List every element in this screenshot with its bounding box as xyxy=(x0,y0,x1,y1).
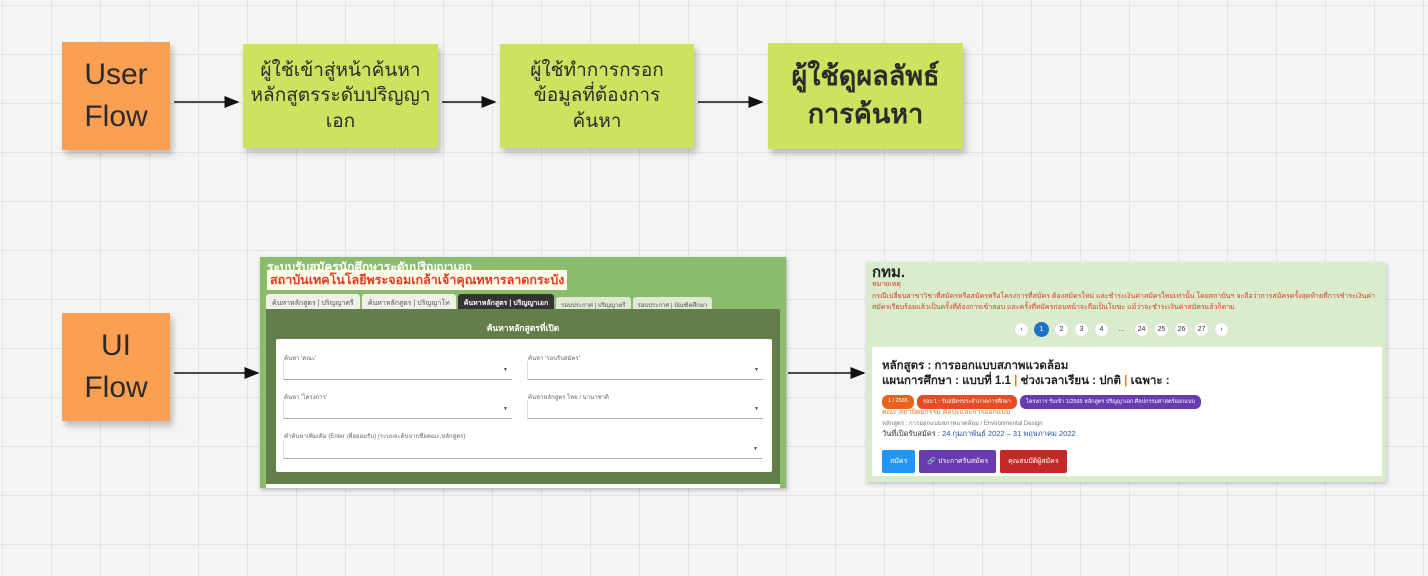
chevron-down-icon: ▼ xyxy=(753,446,758,452)
special-text: เฉพาะ : xyxy=(1130,375,1170,387)
date-label: วันที่เปิดรับสมัคร : xyxy=(882,429,941,438)
badge-project: โครงการ รับเข้า 1/2565 หลักสูตร ปริญญาเอ… xyxy=(1019,395,1201,409)
program-card: หลักสูตร : การออกแบบสภาพแวดล้อม แผนการศึ… xyxy=(872,347,1382,476)
pager-page[interactable]: 26 xyxy=(1174,322,1189,337)
step-2-text: ผู้ใช้ทำการกรอกข้อมูลที่ต้องการค้นหา xyxy=(530,59,664,132)
keyword-input[interactable]: ▼ xyxy=(283,440,762,459)
card-buttons: สมัคร 🔗 ประกาศรับสมัคร คุณสมบัติผู้สมัคร xyxy=(882,450,1067,473)
step-1-text: ผู้ใช้เข้าสู่หน้าค้นหาหลักสูตรระดับปริญญ… xyxy=(250,59,431,132)
badge-round: รอบ 1 : รับสมัครประจำภาคการศึกษา xyxy=(916,395,1017,409)
chevron-down-icon: ▼ xyxy=(503,367,508,373)
application-dates: วันที่เปิดรับสมัคร : 24 กุมภาพันธ์ 2022 … xyxy=(882,428,1076,440)
pager-next-icon[interactable]: › xyxy=(1214,322,1229,337)
program-plan: แผนการศึกษา : แบบที่ 1.1 | ช่วงเวลาเรียน… xyxy=(882,372,1170,390)
announcement-button[interactable]: 🔗 ประกาศรับสมัคร xyxy=(919,450,997,473)
pager-page[interactable]: 2 xyxy=(1054,322,1069,337)
plan-text: แผนการศึกษา : แบบที่ 1.1 xyxy=(882,375,1011,387)
separator: | xyxy=(1124,375,1128,387)
round-label: ค้นหา 'รอบรับสมัคร' xyxy=(528,356,580,362)
faculty-name: คณะ สถาปัตยกรรม ศิลปะและการออกแบบ xyxy=(882,409,1011,416)
pager-page[interactable]: 25 xyxy=(1154,322,1169,337)
program-type-select[interactable]: ▼ xyxy=(527,400,763,419)
badge-row: 1 / 2565 รอบ 1 : รับสมัครประจำภาคการศึกษ… xyxy=(882,395,1201,409)
step-1-note[interactable]: ผู้ใช้เข้าสู่หน้าค้นหาหลักสูตรระดับปริญญ… xyxy=(243,44,438,148)
results-header: กทม. xyxy=(872,264,906,281)
tab-doctoral-search[interactable]: ค้นหาหลักสูตร | ปริญญาเอก xyxy=(457,294,555,313)
search-panel: ค้นหาหลักสูตรที่เปิด ค้นหา 'คณะ' ▼ ค้นหา… xyxy=(266,309,780,484)
ui-flow-note[interactable]: UI Flow xyxy=(62,313,170,421)
program-type-label: ค้นหาหลักสูตร ไทย / นานาชาติ xyxy=(528,395,609,401)
pager-page[interactable]: 27 xyxy=(1194,322,1209,337)
step-3-note[interactable]: ผู้ใช้ดูผลลัพธ์การค้นหา xyxy=(768,43,963,149)
search-page-screenshot[interactable]: ระบบรับสมัครนักศึกษาระดับปริญญาเอก สถาบั… xyxy=(260,257,786,488)
page-bottom-strip xyxy=(266,484,780,488)
program-english: หลักสูตร : การออกแบบสภาพแวดล้อม / Enviro… xyxy=(882,421,1043,427)
pager-page[interactable]: 3 xyxy=(1074,322,1089,337)
user-flow-label: User Flow xyxy=(84,58,148,133)
faculty-label: ค้นหา 'คณะ' xyxy=(284,356,317,362)
tab-bachelor-search[interactable]: ค้นหาหลักสูตร | ปริญญาตรี xyxy=(266,294,360,313)
note-text: กรณีเปลี่ยนสาขาวิชาที่สมัครหรือสมัครหรือ… xyxy=(872,293,1376,311)
faculty-select[interactable]: ▼ xyxy=(283,361,512,380)
round-select[interactable]: ▼ xyxy=(527,361,763,380)
step-3-text: ผู้ใช้ดูผลลัพธ์การค้นหา xyxy=(791,61,940,129)
user-flow-note[interactable]: User Flow xyxy=(62,42,170,150)
step-2-note[interactable]: ผู้ใช้ทำการกรอกข้อมูลที่ต้องการค้นหา xyxy=(500,44,694,148)
pagination: ‹ 1 2 3 4 ... 24 25 26 27 › xyxy=(1014,322,1229,337)
chevron-down-icon: ▼ xyxy=(754,367,759,373)
chevron-down-icon: ▼ xyxy=(503,406,508,412)
pager-prev-icon[interactable]: ‹ xyxy=(1014,322,1029,337)
results-page-screenshot[interactable]: กทม. หมายเหตุ กรณีเปลี่ยนสาขาวิชาที่สมัค… xyxy=(866,262,1386,482)
keyword-label: คำค้นหาเพิ่มเติม (Enter เพื่อยอมรับ) (ระ… xyxy=(284,434,466,440)
note-heading: หมายเหตุ xyxy=(872,281,901,288)
badge-semester: 1 / 2565 xyxy=(882,395,914,409)
ui-flow-label: UI Flow xyxy=(84,329,148,404)
project-label: ค้นหา 'โครงการ' xyxy=(284,395,328,401)
separator: | xyxy=(1014,375,1018,387)
pager-page[interactable]: 4 xyxy=(1094,322,1109,337)
apply-button[interactable]: สมัคร xyxy=(882,450,916,473)
institute-name: สถาบันเทคโนโลยีพระจอมเกล้าเจ้าคุณทหารลาด… xyxy=(267,270,568,290)
project-select[interactable]: ▼ xyxy=(283,400,512,419)
pager-ellipsis: ... xyxy=(1118,326,1125,333)
period-text: ช่วงเวลาเรียน : ปกติ xyxy=(1020,375,1121,387)
date-value: 24 กุมภาพันธ์ 2022 – 31 พฤษภาคม 2022 xyxy=(942,429,1076,438)
tab-master-search[interactable]: ค้นหาหลักสูตร | ปริญญาโท xyxy=(361,294,456,313)
program-title: หลักสูตร : การออกแบบสภาพแวดล้อม xyxy=(882,360,1069,372)
panel-title: ค้นหาหลักสูตรที่เปิด xyxy=(486,323,560,333)
search-form: ค้นหา 'คณะ' ▼ ค้นหา 'รอบรับสมัคร' ▼ ค้นห… xyxy=(276,339,772,472)
pager-page[interactable]: 24 xyxy=(1134,322,1149,337)
qualifications-button[interactable]: คุณสมบัติผู้สมัคร xyxy=(1000,450,1067,473)
pager-page[interactable]: 1 xyxy=(1034,322,1049,337)
chevron-down-icon: ▼ xyxy=(754,406,759,412)
